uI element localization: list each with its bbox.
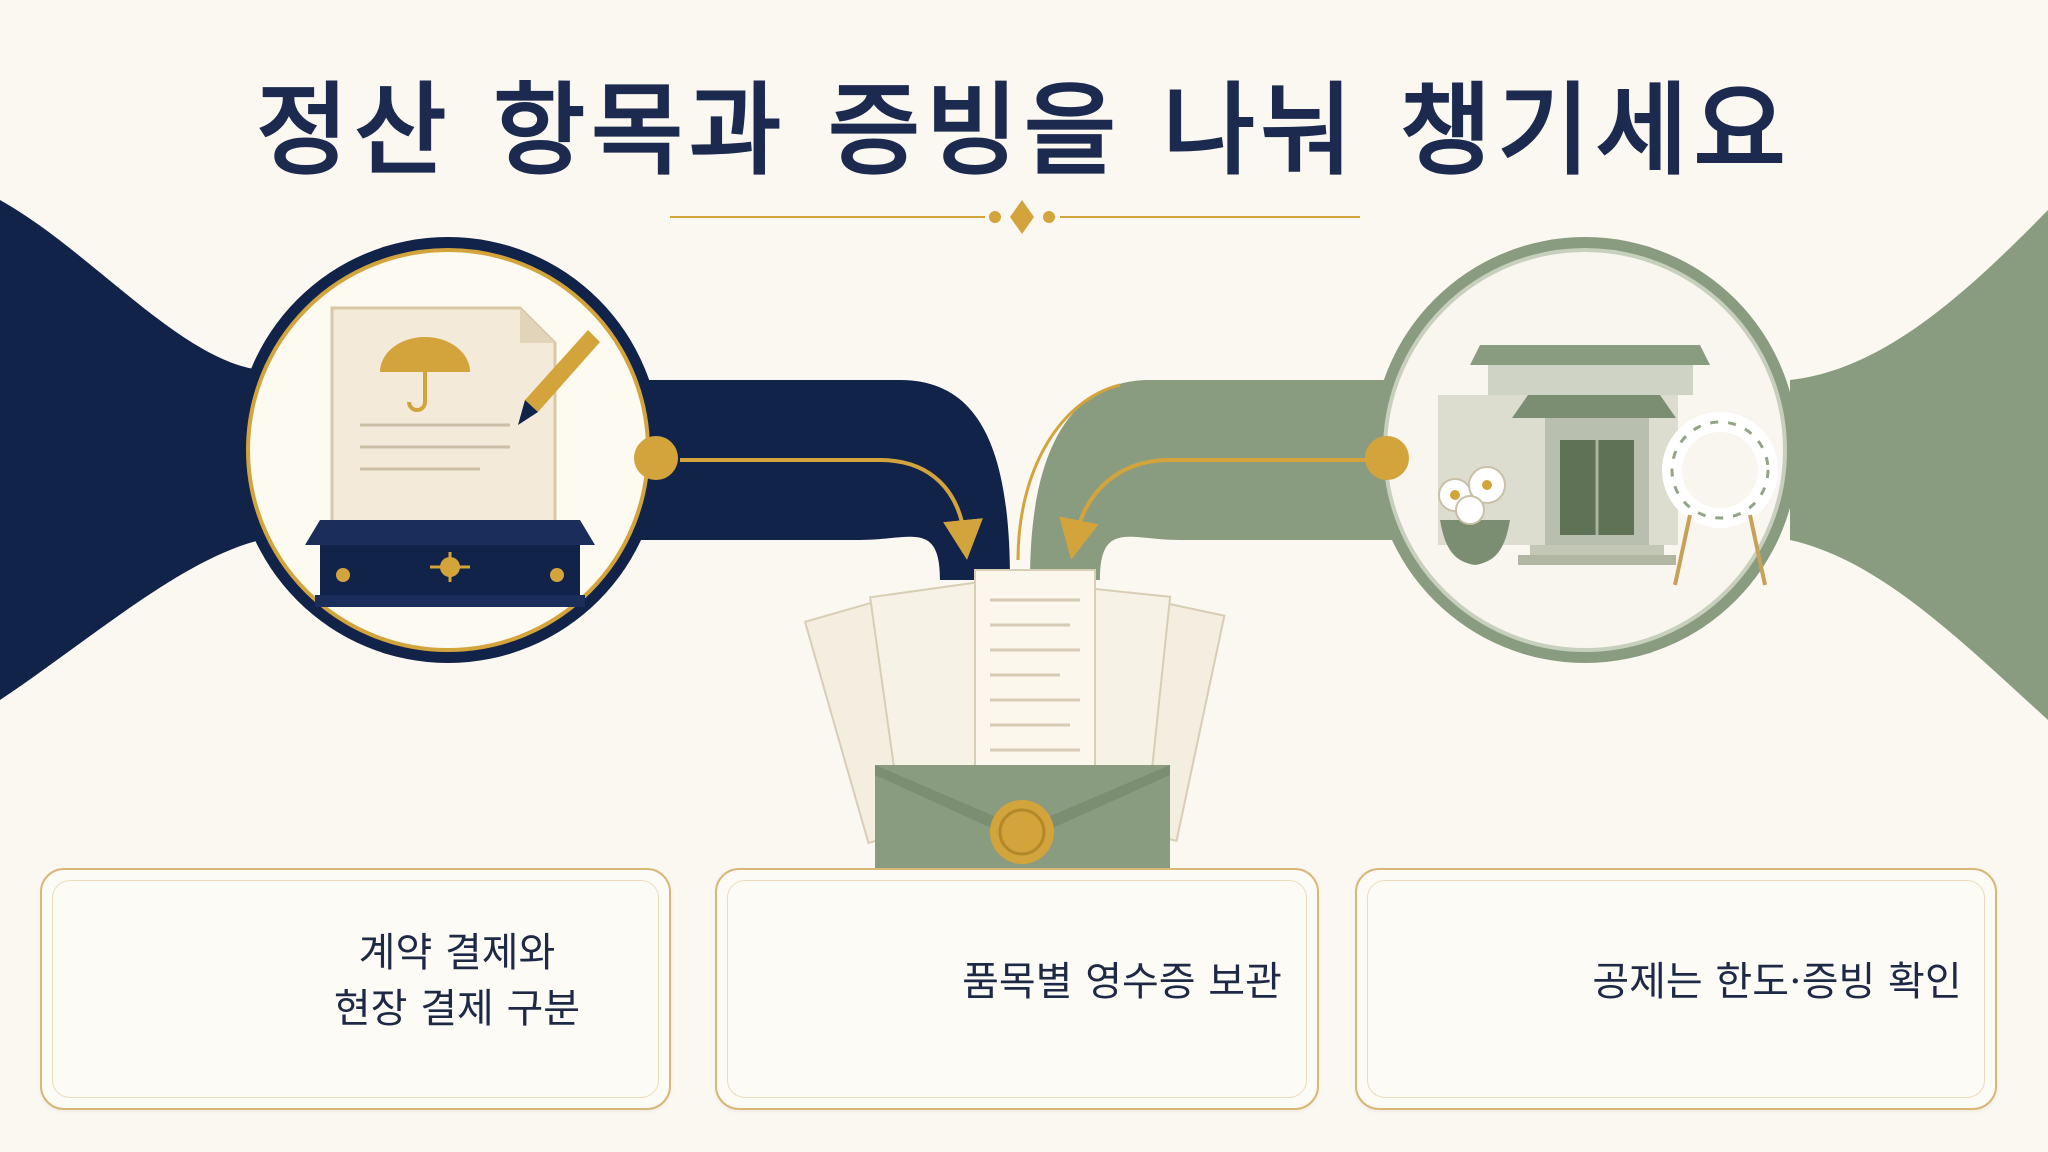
center-gold-thread [1016,383,1121,561]
funeral-hall-icon [1365,237,1798,663]
card-label: 계약 결제와 현장 결제 구분 [292,925,622,1037]
card-label: 품목별 영수증 보관 [942,954,1302,1010]
card-label-line-1: 계약 결제와 [358,930,556,976]
page-title: 정산 항목과 증빙을 나눠 챙기세요 [256,71,1792,189]
card-label: 공제는 한도·증빙 확인 [1577,954,1977,1010]
navy-flow-band [640,380,1010,580]
receipts-envelope-icon [803,569,1226,868]
right-sage-wing [1790,210,2048,720]
card-label-line-1: 품목별 영수증 보관 [962,959,1282,1005]
left-navy-wing [0,200,260,700]
card-deduction-check: 공제는 한도·증빙 확인 [1355,868,1997,1110]
sage-flow-band [1030,380,1400,580]
funeral-contract-icon [235,237,678,663]
card-label-line-2: 현장 결제 구분 [333,986,581,1032]
title-ornament [670,200,1360,234]
card-receipts-by-item: 품목별 영수증 보관 [715,868,1319,1110]
navy-flow-arrow [680,458,983,560]
sage-flow-arrow [1059,458,1370,560]
card-label-line-1: 공제는 한도·증빙 확인 [1592,959,1962,1005]
card-contract-vs-onsite: 계약 결제와 현장 결제 구분 [40,868,671,1110]
